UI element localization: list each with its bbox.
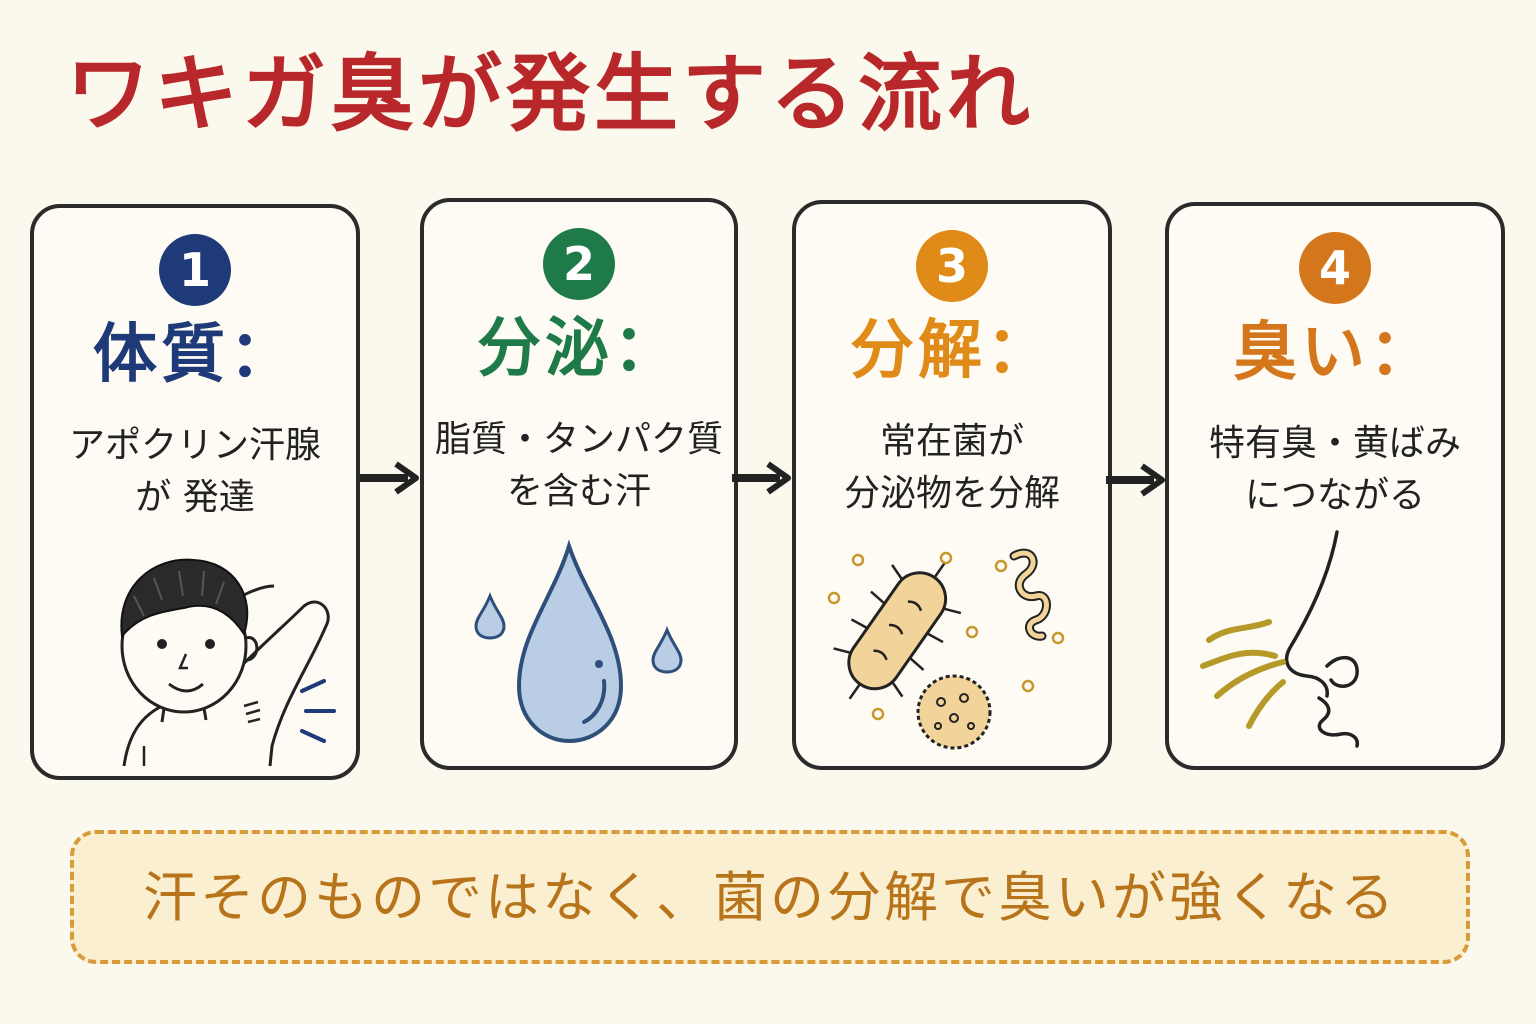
summary-note-text: 汗そのものではなく、菌の分解で臭いが強くなる <box>143 866 1397 929</box>
step-heading-1: 体質： <box>93 318 297 392</box>
step-description-2-line-2: を含む汗 <box>506 471 651 513</box>
step-number-2: 2 <box>543 228 615 300</box>
step-description-1-line-2: が 発達 <box>135 477 255 519</box>
step-card-2: 2 分泌： 脂質・タンパク質 を含む汗 <box>420 198 738 770</box>
step-number-3: 3 <box>916 230 988 302</box>
step-number-4: 4 <box>1299 232 1371 304</box>
summary-note: 汗そのものではなく、菌の分解で臭いが強くなる <box>70 830 1470 964</box>
arrow-right-icon <box>360 461 419 495</box>
step-card-1: 1 体質： アポクリン汗腺 が 発達 <box>30 204 360 780</box>
bacteria-icon <box>827 548 1065 750</box>
step-card-4: 4 臭い： 特有臭・黄ばみ につながる <box>1165 202 1505 770</box>
step-description-1-line-1: アポクリン汗腺 <box>68 425 321 466</box>
step-description-3-line-2: 分泌物を分解 <box>843 473 1060 515</box>
step-heading-4: 臭い： <box>1233 316 1437 390</box>
person-raising-arm-icon <box>120 558 336 767</box>
arrow-right-icon <box>732 461 791 495</box>
step-heading-2: 分泌： <box>477 312 681 386</box>
step-number-1: 1 <box>159 234 231 306</box>
step-card-3: 3 分解： 常在菌が 分泌物を分解 <box>792 200 1112 770</box>
step-heading-3: 分解： <box>850 314 1054 388</box>
step-description-4-line-1: 特有臭・黄ばみ <box>1208 423 1461 464</box>
step-description-1: アポクリン汗腺 が 発達 <box>44 420 346 524</box>
step-description-4-line-2: につながる <box>1244 475 1425 517</box>
step-description-2-line-1: 脂質・タンパク質 <box>434 419 723 460</box>
step-description-2: 脂質・タンパク質 を含む汗 <box>434 414 724 518</box>
sweat-drop-icon <box>474 539 683 744</box>
step-description-3: 常在菌が 分泌物を分解 <box>806 416 1098 520</box>
page-title: ワキガ臭が発生する流れ <box>66 45 1035 143</box>
arrow-right-icon <box>1106 463 1165 497</box>
nose-smelling-icon <box>1200 530 1360 748</box>
step-description-3-line-1: 常在菌が <box>879 421 1024 462</box>
step-description-4: 特有臭・黄ばみ につながる <box>1179 418 1491 522</box>
